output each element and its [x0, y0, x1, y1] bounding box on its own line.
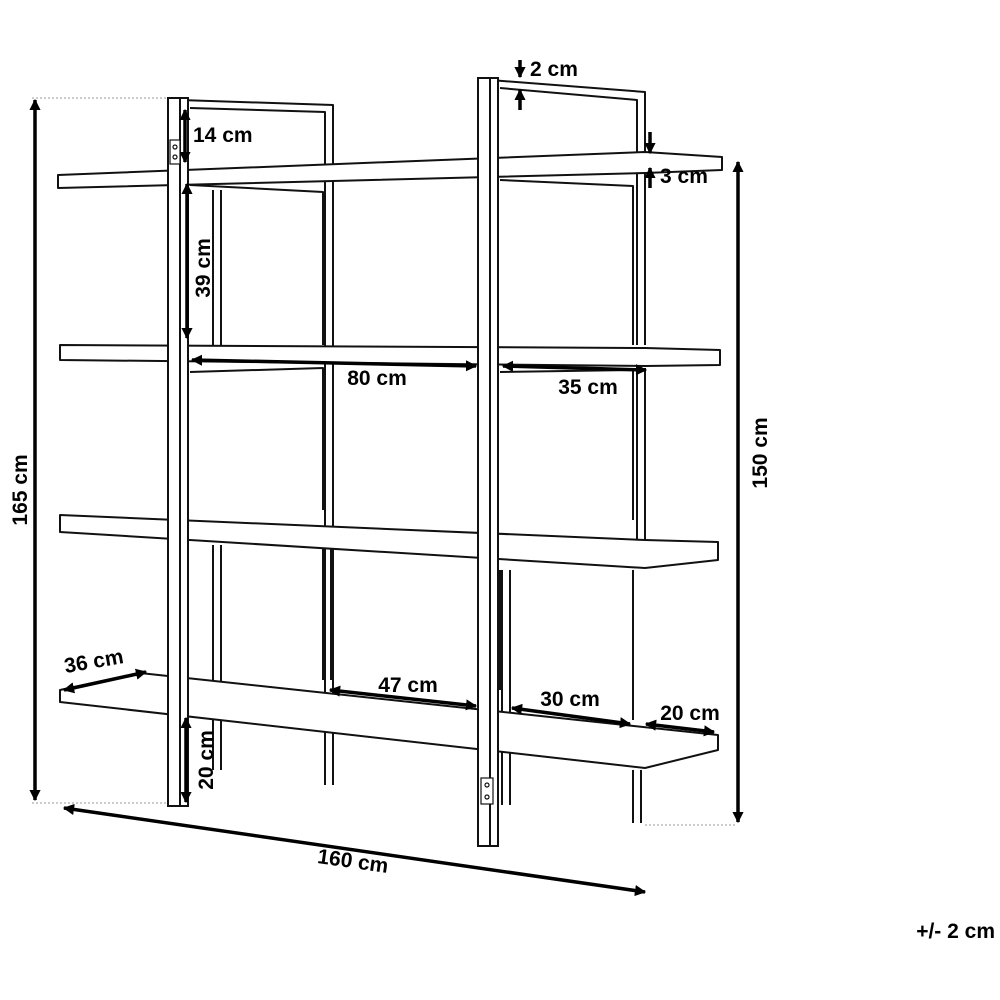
shelf-thickness-label: 3 cm: [660, 165, 708, 188]
shelf-spacing-label: 39 cm: [192, 238, 215, 298]
shelf-3: [59, 514, 719, 569]
frame-height-label: 150 cm: [749, 417, 772, 488]
right-front-post: [477, 77, 491, 847]
total-height-label: 165 cm: [9, 454, 32, 525]
back-frame: [179, 79, 646, 823]
overhang-arrow: [644, 719, 716, 737]
top-hinge: [169, 139, 181, 165]
frame-top-label: 2 cm: [530, 58, 578, 81]
shelf-depth-label: 36 cm: [63, 645, 126, 678]
tolerance-note: +/- 2 cm: [916, 920, 995, 943]
overhang-label: 20 cm: [660, 702, 720, 725]
left-section-width-label: 80 cm: [347, 367, 407, 390]
right-section-width-arrow: [501, 360, 648, 376]
right-depth-label: 30 cm: [540, 688, 600, 711]
extension-lines: [32, 97, 735, 826]
left-section-width-arrow: [190, 354, 478, 372]
left-depth-label: 47 cm: [378, 674, 438, 697]
right-section-width-label: 35 cm: [558, 376, 618, 399]
left-front-post: [167, 97, 181, 807]
shelf-depth-arrow: [62, 668, 148, 694]
top-gap-label: 14 cm: [193, 124, 253, 147]
dimension-labels: 165 cm 150 cm 160 cm 14 cm 39 cm 20 cm 2…: [9, 58, 772, 878]
shelf-1: [57, 151, 723, 189]
left-depth-arrow: [328, 685, 478, 711]
front-posts: [167, 77, 499, 847]
bottom-clearance-label: 20 cm: [195, 730, 218, 790]
bottom-hinge: [480, 777, 494, 805]
dimension-arrows: [29, 60, 744, 897]
total-width-arrow: [62, 803, 647, 897]
total-width-label: 160 cm: [316, 845, 390, 878]
right-front-post-inner: [489, 77, 499, 847]
right-depth-arrow: [510, 703, 632, 729]
